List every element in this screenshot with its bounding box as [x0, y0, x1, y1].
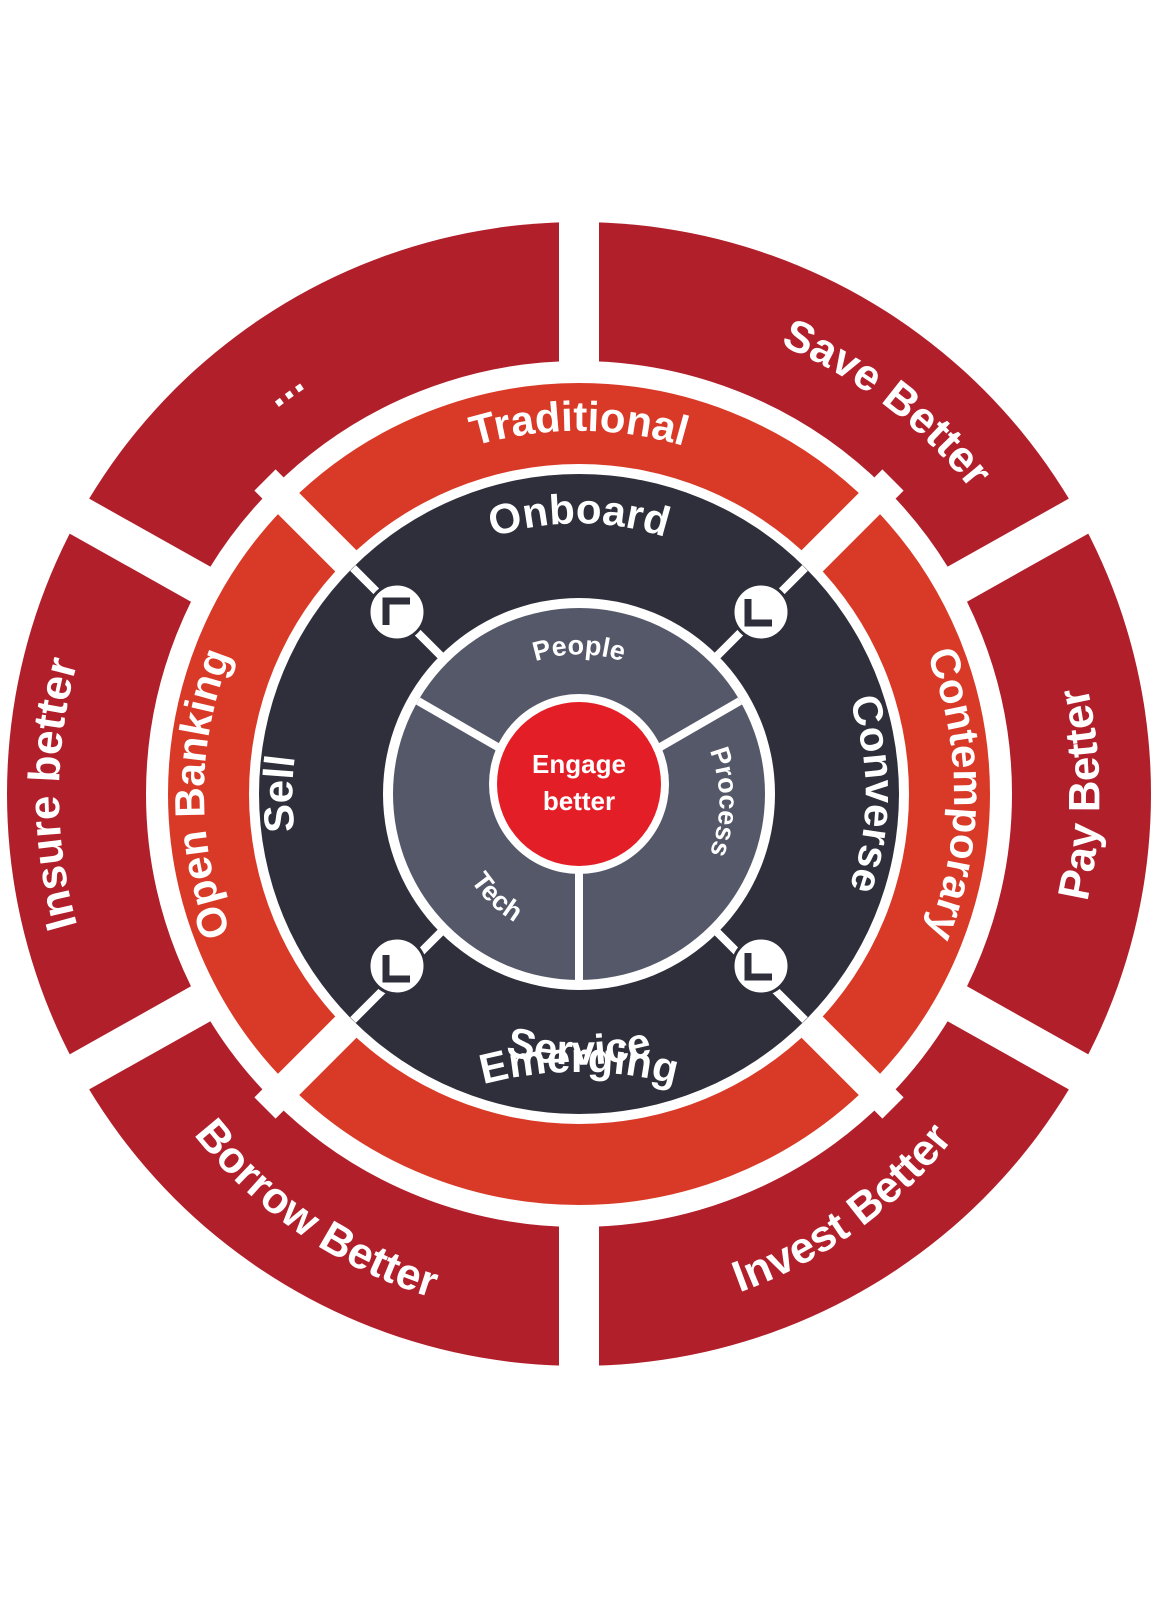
outer-middle-gap	[146, 361, 1012, 1227]
corner-arrow-icon-bottom-right	[731, 936, 791, 996]
outer-ring-separators	[55, 210, 1103, 1378]
core-circle	[497, 702, 661, 866]
corner-arrow-icon-top-left	[367, 582, 427, 642]
core-label-line2: better	[543, 786, 615, 816]
corner-arrow-icon-bottom-left	[367, 936, 427, 996]
core-label-line1: Engage	[532, 749, 626, 779]
middle-ring-separators	[254, 469, 904, 1119]
dark-label-bottom: Service	[503, 1018, 655, 1074]
corner-arrow-icon-top-right	[731, 582, 791, 642]
